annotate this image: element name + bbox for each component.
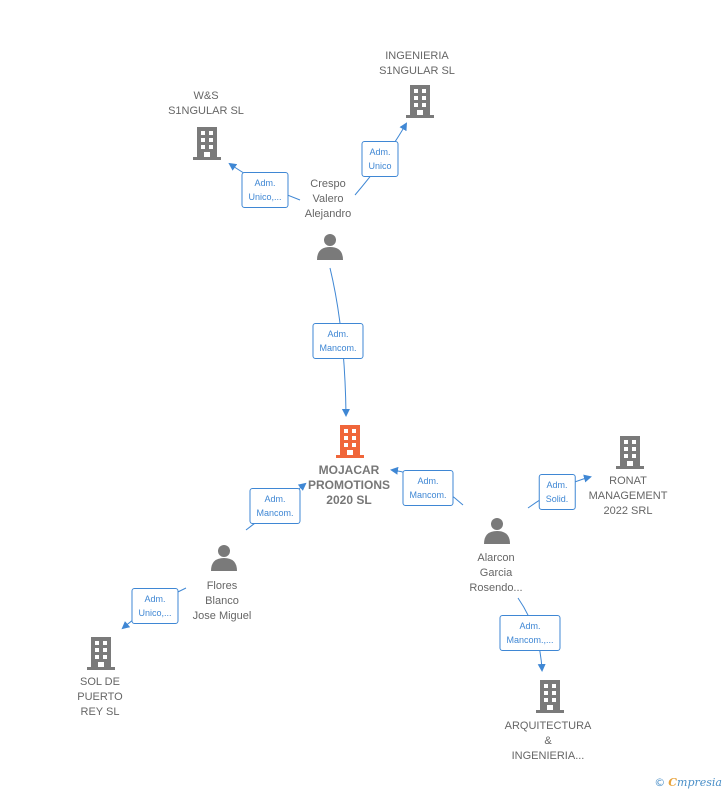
node-label-mojacar-promotions[interactable]: MOJACAR PROMOTIONS 2020 SL <box>307 463 391 507</box>
node-label-alarcon-garcia[interactable]: Alarcon Garcia Rosendo... <box>469 552 523 594</box>
copyright-symbol: © <box>654 776 666 789</box>
node-label-sol-de-puerto-rey[interactable]: SOL DE PUERTO REY SL <box>77 676 123 718</box>
edge-label-crespo-ingenieria[interactable]: Adm. Unico <box>361 141 399 177</box>
brand-name: mpresia <box>677 776 722 789</box>
brand-initial: C <box>668 776 678 789</box>
person-icon[interactable] <box>484 518 510 544</box>
edge-label-alarcon-mojacar[interactable]: Adm. Mancom. <box>402 470 454 506</box>
building-icon[interactable] <box>536 680 564 713</box>
brand-footer[interactable]: ©Cmpresia <box>654 776 722 789</box>
building-icon[interactable] <box>616 436 644 469</box>
building-icon[interactable] <box>193 127 221 160</box>
edge-label-alarcon-arquitectura[interactable]: Adm. Mancom.,... <box>499 615 561 651</box>
focus-building-icon[interactable] <box>336 425 364 458</box>
node-label-ingenieria-singular[interactable]: INGENIERIA S1NGULAR SL <box>379 50 455 77</box>
person-icon[interactable] <box>317 234 343 260</box>
person-icon[interactable] <box>211 545 237 571</box>
node-label-ws-singular[interactable]: W&S S1NGULAR SL <box>168 90 244 117</box>
edge-label-crespo-ws[interactable]: Adm. Unico,... <box>241 172 289 208</box>
node-label-flores-blanco[interactable]: Flores Blanco Jose Miguel <box>192 580 252 622</box>
building-icon[interactable] <box>406 85 434 118</box>
edge-label-alarcon-ronat[interactable]: Adm. Solid. <box>538 474 576 510</box>
node-label-ronat-management[interactable]: RONAT MANAGEMENT 2022 SRL <box>588 475 668 517</box>
node-label-arquitectura-ingenieria[interactable]: ARQUITECTURA & INGENIERIA... <box>504 720 592 762</box>
edge-label-crespo-mojacar[interactable]: Adm. Mancom. <box>312 323 364 359</box>
building-icon[interactable] <box>87 637 115 670</box>
edge-label-flores-sol[interactable]: Adm. Unico,... <box>131 588 179 624</box>
node-label-crespo-valero[interactable]: Crespo Valero Alejandro <box>304 178 352 220</box>
edge-label-flores-mojacar[interactable]: Adm. Mancom. <box>249 488 301 524</box>
